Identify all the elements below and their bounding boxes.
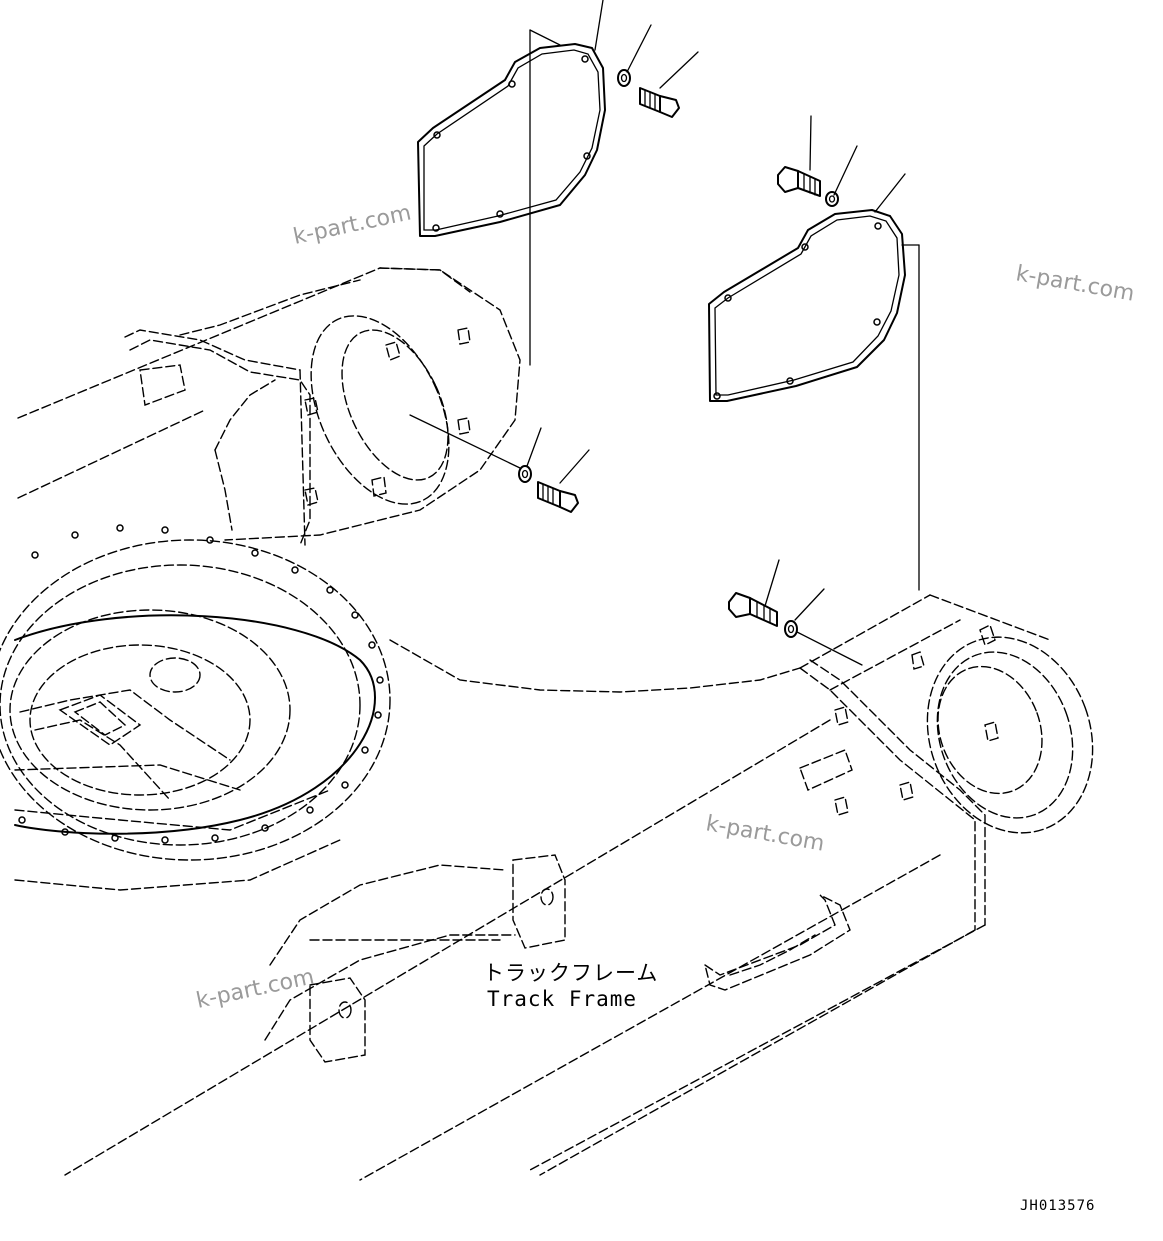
washer-left-top [617, 69, 631, 87]
cover-plate-left [417, 29, 606, 366]
drawing-code: JH013576 [1020, 1198, 1095, 1214]
washer-lower-left [518, 465, 532, 483]
cover-plate-right [708, 209, 920, 591]
track-frame-label: トラックフレーム Track Frame [483, 961, 658, 1011]
leader-lines-lower-left [409, 414, 590, 484]
leader-lines-lower-right [764, 559, 863, 666]
washer-right-top [825, 191, 839, 207]
track-frame [0, 267, 1094, 1181]
leader-lines-left [594, 0, 699, 89]
swing-circle-solid [14, 614, 376, 835]
bolt-left-top [639, 87, 680, 118]
watermark-3: k-part.com [704, 811, 826, 856]
label-english: Track Frame [487, 987, 637, 1011]
watermark-4: k-part.com [194, 965, 316, 1014]
bolt-lower-left [537, 481, 579, 513]
label-japanese: トラックフレーム [483, 961, 658, 985]
watermark-2: k-part.com [1014, 261, 1136, 306]
bolt-right-top [777, 166, 821, 197]
washer-lower-right [784, 620, 798, 638]
leader-lines-right [809, 115, 906, 213]
watermark-1: k-part.com [291, 201, 413, 250]
bolt-lower-right [728, 592, 778, 627]
